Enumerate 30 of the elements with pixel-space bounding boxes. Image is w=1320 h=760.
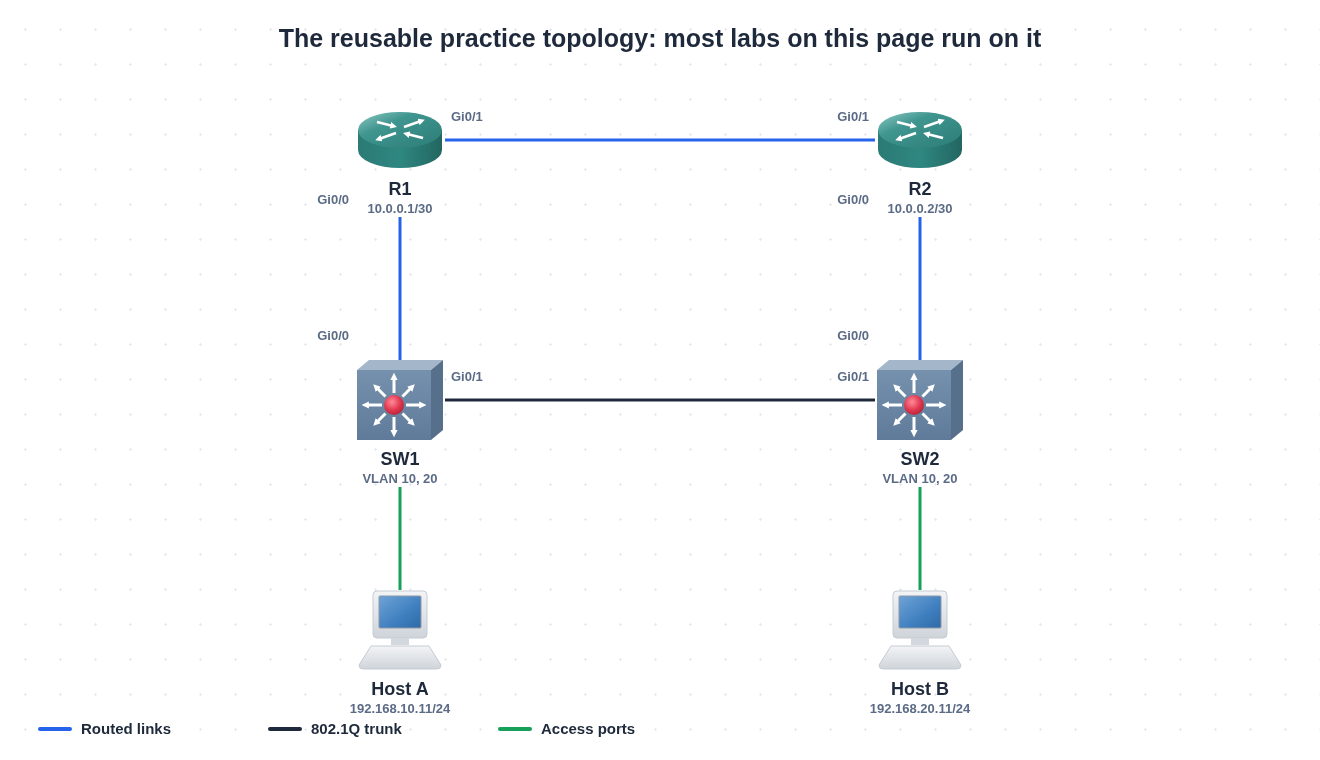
ip-address: 10.0.0.1/30	[367, 200, 433, 217]
vlan-label: VLAN 10, 20	[882, 470, 958, 487]
link-line	[445, 138, 875, 142]
vlan-label: VLAN 10, 20	[362, 470, 438, 487]
device-name: SW1	[380, 448, 420, 470]
port-label: Gi0/1	[451, 109, 483, 125]
link-line	[398, 487, 402, 590]
device-name: R2	[908, 178, 932, 200]
link-line	[445, 398, 875, 402]
port-label: Gi0/1	[451, 369, 483, 385]
link-line	[398, 217, 402, 360]
device-name: Host A	[371, 678, 429, 700]
ip-address: 192.168.10.11/24	[349, 700, 451, 717]
port-label: Gi0/1	[837, 369, 869, 385]
legend-label: 802.1Q trunk	[311, 719, 402, 739]
legend-label: Routed links	[81, 719, 171, 739]
port-label: Gi0/0	[837, 328, 869, 344]
link-line	[918, 487, 922, 590]
port-label: Gi0/0	[837, 192, 869, 208]
link-line	[918, 217, 922, 360]
port-label: Gi0/0	[317, 328, 349, 344]
device-name: Host B	[891, 678, 949, 700]
device-name: R1	[388, 178, 412, 200]
port-label: Gi0/1	[837, 109, 869, 125]
ip-address: 192.168.20.11/24	[869, 700, 971, 717]
title: The reusable practice topology: most labs on this page run on it	[278, 24, 1042, 52]
ip-address: 10.0.0.2/30	[887, 200, 953, 217]
port-label: Gi0/0	[317, 192, 349, 208]
legend-label: Access ports	[541, 719, 636, 739]
device-name: SW2	[900, 448, 940, 470]
